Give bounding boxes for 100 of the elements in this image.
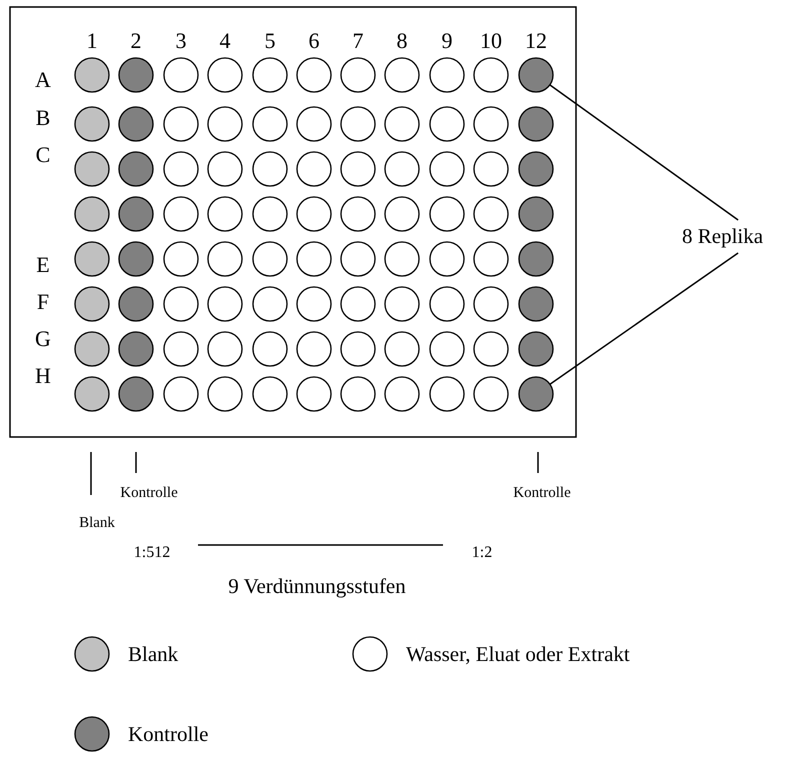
column-number: 2 (130, 30, 142, 52)
column-number: 4 (220, 30, 230, 52)
well (74, 196, 110, 232)
well (118, 196, 154, 232)
well (296, 196, 332, 232)
legend-label: Blank (128, 644, 178, 665)
well (252, 286, 288, 322)
well (518, 151, 554, 187)
well (340, 286, 376, 322)
well (207, 286, 243, 322)
well (296, 376, 332, 412)
well (429, 331, 465, 367)
well (429, 151, 465, 187)
well (163, 151, 199, 187)
column-number: 1 (86, 30, 98, 52)
well (118, 57, 154, 93)
leader-line (550, 252, 739, 385)
well (74, 106, 110, 142)
well (429, 196, 465, 232)
well (340, 376, 376, 412)
dilution-caption: 9 Verdünnungsstufen (228, 576, 406, 597)
row-letter: A (35, 69, 51, 91)
well (207, 241, 243, 277)
well (340, 241, 376, 277)
well (518, 106, 554, 142)
row-letter: E (36, 254, 50, 276)
well (473, 151, 509, 187)
well (118, 241, 154, 277)
well (340, 57, 376, 93)
well (384, 331, 420, 367)
well (429, 376, 465, 412)
well (340, 151, 376, 187)
well (163, 376, 199, 412)
well (384, 376, 420, 412)
well (74, 286, 110, 322)
well (384, 196, 420, 232)
well (252, 151, 288, 187)
row-letter: G (35, 328, 51, 350)
well (518, 331, 554, 367)
well (252, 241, 288, 277)
well (252, 196, 288, 232)
well (473, 376, 509, 412)
well (473, 286, 509, 322)
column-number: 12 (525, 30, 547, 52)
well (473, 196, 509, 232)
well (518, 196, 554, 232)
well (163, 57, 199, 93)
well (252, 106, 288, 142)
well (118, 151, 154, 187)
well (163, 286, 199, 322)
well (296, 57, 332, 93)
well (74, 241, 110, 277)
legend-label: Kontrolle (128, 724, 208, 745)
well (207, 151, 243, 187)
well (163, 331, 199, 367)
row-letter: H (35, 365, 51, 387)
well (207, 57, 243, 93)
well (340, 106, 376, 142)
well (340, 331, 376, 367)
well (207, 196, 243, 232)
well (518, 286, 554, 322)
column-number: 3 (176, 30, 186, 52)
well (429, 241, 465, 277)
well (118, 376, 154, 412)
column-number: 6 (308, 30, 320, 52)
well (163, 196, 199, 232)
dilution-ratio: 1:512 (134, 545, 170, 561)
well (296, 106, 332, 142)
well (384, 241, 420, 277)
well (207, 106, 243, 142)
well (340, 196, 376, 232)
column-number: 8 (396, 30, 408, 52)
row-letter: C (36, 144, 50, 166)
leader-line (549, 84, 739, 221)
row-letter: B (36, 107, 50, 129)
column-number: 5 (264, 30, 276, 52)
well (384, 57, 420, 93)
well (296, 151, 332, 187)
well (518, 241, 554, 277)
well (74, 376, 110, 412)
column-number: 10 (480, 30, 502, 52)
well (473, 57, 509, 93)
column-caption: Kontrolle (513, 486, 571, 501)
replicate-label: 8 Replika (682, 226, 764, 247)
well (118, 286, 154, 322)
well (518, 376, 554, 412)
well (384, 106, 420, 142)
dilution-ratio: 1:2 (472, 545, 492, 561)
well (252, 57, 288, 93)
well (429, 106, 465, 142)
well (473, 106, 509, 142)
well (163, 241, 199, 277)
column-caption: Blank (79, 516, 115, 531)
column-number: 9 (442, 30, 452, 52)
well (384, 151, 420, 187)
well (473, 331, 509, 367)
well (252, 331, 288, 367)
well (252, 376, 288, 412)
well (207, 331, 243, 367)
well (296, 241, 332, 277)
